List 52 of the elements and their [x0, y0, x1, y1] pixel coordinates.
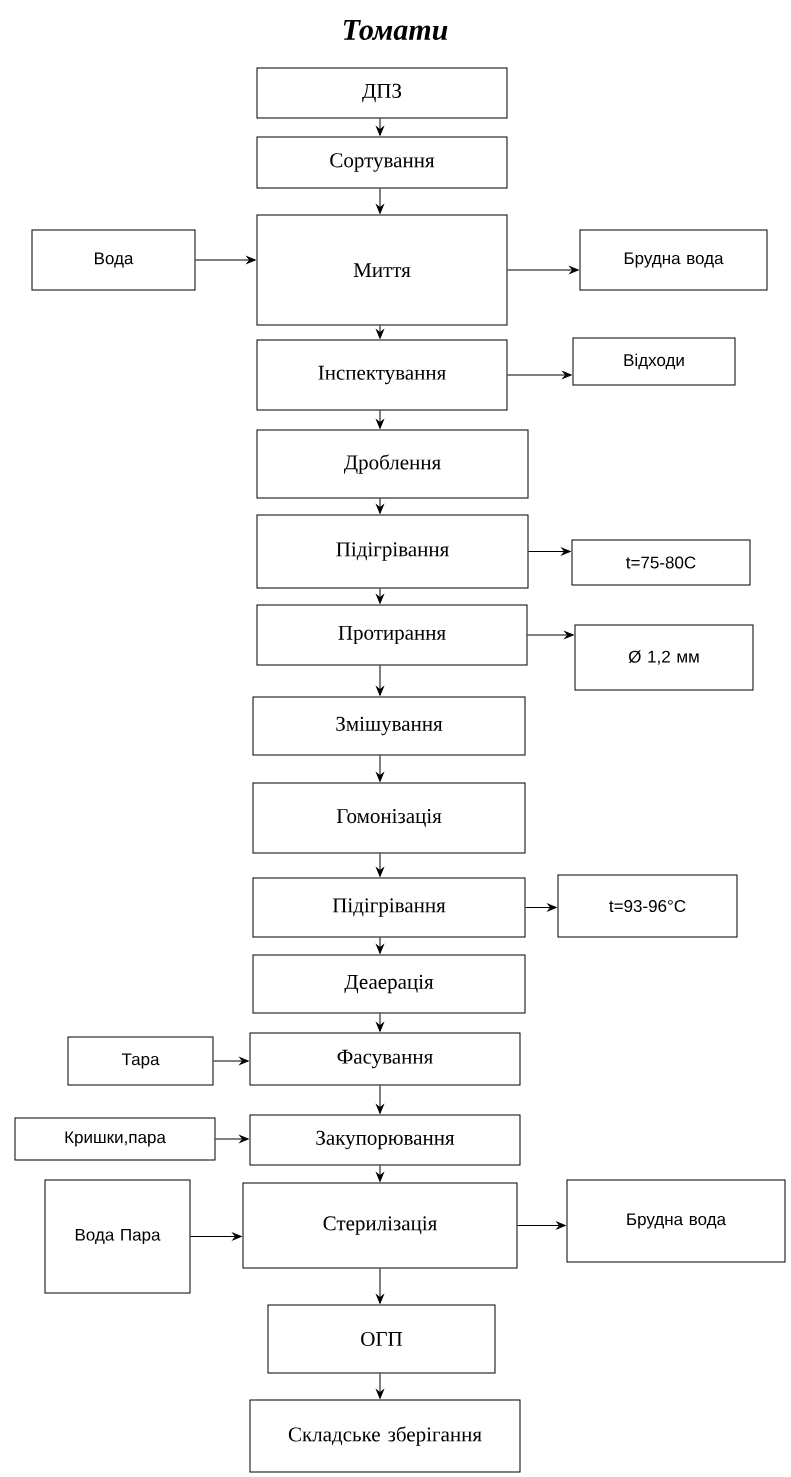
- arrow: [376, 853, 384, 877]
- process-box: ОГП: [267, 1304, 496, 1374]
- arrow: [376, 1165, 384, 1182]
- input-output-box: t=93-96°C: [557, 874, 738, 938]
- arrow: [376, 755, 384, 782]
- arrow: [376, 1268, 384, 1304]
- process-box: Стерилізація: [242, 1182, 518, 1269]
- process-box: Дроблення: [256, 429, 529, 499]
- arrow: [376, 188, 384, 214]
- input-output-box: Брудна вода: [566, 1179, 786, 1263]
- arrow: [376, 588, 384, 604]
- arrow: [517, 1221, 566, 1230]
- process-box: Підігрівання: [252, 877, 526, 938]
- input-output-box: t=75-80C: [571, 539, 751, 586]
- title: Томати: [343, 20, 448, 40]
- process-box: Миття: [256, 214, 508, 326]
- arrow: [213, 1057, 249, 1065]
- input-output-box: Тара: [67, 1036, 214, 1086]
- arrow: [190, 1232, 242, 1241]
- arrow: [376, 937, 384, 954]
- input-output-box: Кришки,пара: [14, 1117, 216, 1161]
- arrow: [215, 1135, 249, 1143]
- process-box: Деаерація: [252, 954, 526, 1014]
- arrow: [527, 631, 574, 639]
- process-box: Закупорювання: [249, 1114, 521, 1166]
- process-box: Змішування: [252, 696, 526, 756]
- process-box: ДПЗ: [256, 67, 508, 119]
- process-box: Протирання: [256, 604, 528, 666]
- arrow: [376, 665, 384, 696]
- arrow: [507, 371, 572, 379]
- process-box: Сортування: [256, 136, 508, 189]
- process-box: Підігрівання: [256, 514, 529, 589]
- input-output-box: Відходи: [572, 337, 736, 386]
- process-box: Складське зберігання: [249, 1399, 521, 1473]
- input-output-box: Вода Пара: [44, 1179, 191, 1294]
- arrow: [376, 498, 384, 514]
- process-box: Інспектування: [256, 339, 508, 411]
- process-box: Гомонізація: [252, 782, 526, 854]
- arrow: [376, 1013, 384, 1032]
- input-output-box: Вода: [31, 229, 196, 291]
- arrow: [376, 325, 384, 339]
- arrow: [528, 547, 571, 556]
- arrow: [376, 410, 384, 429]
- input-output-box: Ø 1,2 мм: [574, 624, 754, 691]
- arrow: [376, 1373, 384, 1399]
- process-box: Фасування: [249, 1032, 521, 1086]
- input-output-box: Брудна вода: [579, 229, 768, 291]
- arrow: [376, 118, 384, 136]
- arrow: [507, 266, 579, 274]
- arrow: [376, 1085, 384, 1114]
- arrow: [195, 256, 256, 264]
- arrow: [525, 903, 557, 912]
